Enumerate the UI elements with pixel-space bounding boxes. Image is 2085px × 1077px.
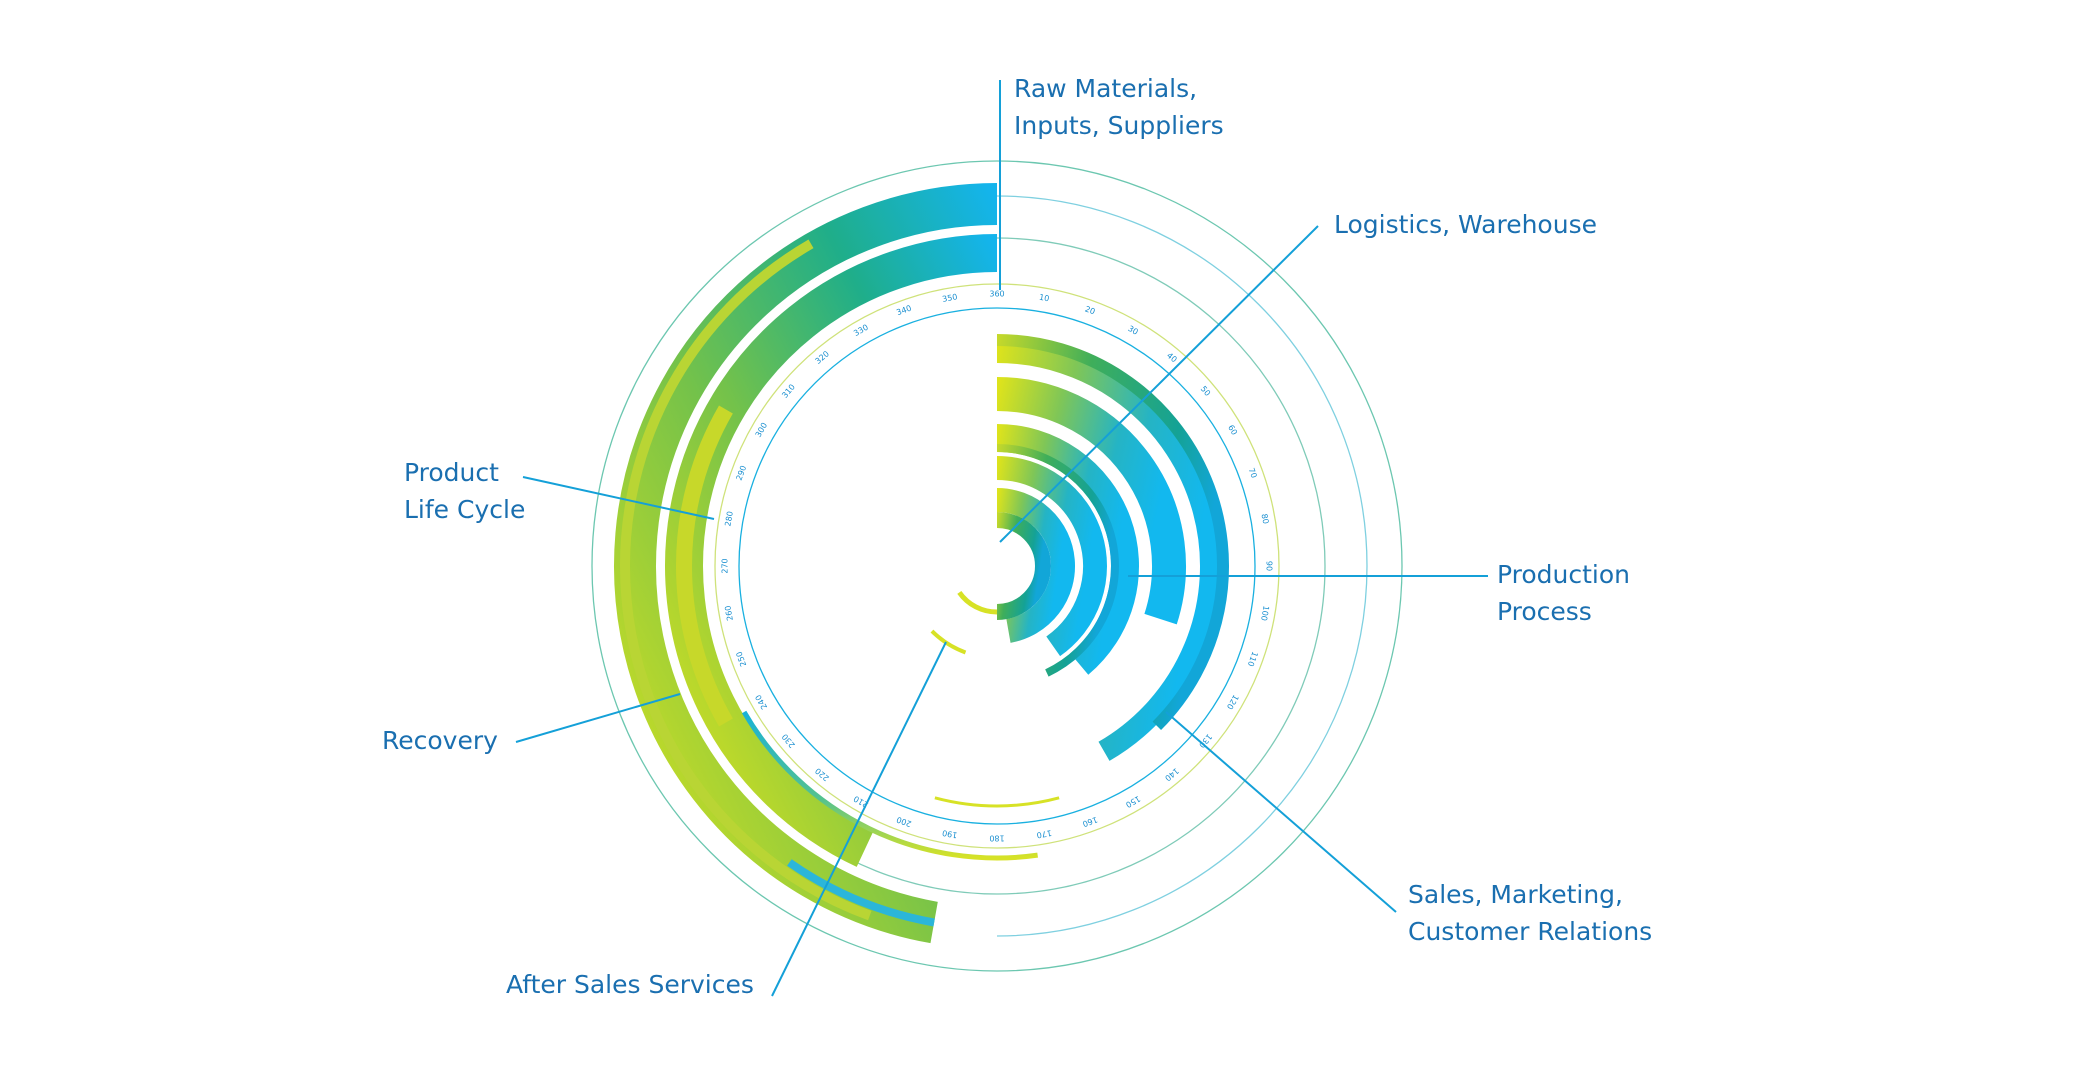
scale-tick-label: 240 [754, 693, 769, 711]
scale-tick-label: 360 [989, 290, 1004, 299]
scale-tick-label: 250 [735, 650, 749, 667]
leader-line-life-cycle [522, 476, 715, 520]
scale-tick-label: 60 [1226, 423, 1239, 436]
leader-line-after-sales [771, 641, 947, 997]
outer-arc-bottom-tail [787, 859, 935, 927]
scale-tick-label: 70 [1247, 467, 1259, 480]
guide-ring [591, 160, 1403, 972]
scale-tick-label: 100 [1259, 605, 1271, 622]
scale-tick-label: 160 [1081, 815, 1098, 829]
scale-tick-label: 280 [723, 510, 735, 527]
inner-arc-sales-2 [996, 456, 1107, 657]
scale-tick-label: 110 [1246, 650, 1260, 667]
outer-arc-lower-tail [741, 710, 1038, 861]
scale-tick-label: 140 [1163, 766, 1180, 783]
label-line: Sales, Marketing, [1408, 880, 1623, 909]
guide-ring [714, 283, 1280, 849]
inner-arcs [930, 334, 1229, 808]
label-line: Process [1497, 597, 1592, 626]
label-line: Inputs, Suppliers [1014, 111, 1224, 140]
scale-tick-label: 170 [1036, 828, 1053, 840]
outer-arc-recovery [676, 405, 733, 727]
label-line: Logistics, Warehouse [1334, 210, 1597, 239]
guide-ring [738, 307, 1256, 825]
scale-tick-label: 260 [723, 605, 735, 622]
scale-tick-label: 150 [1124, 794, 1142, 809]
label-line: Raw Materials, [1014, 74, 1198, 103]
label-line: Product [404, 458, 499, 487]
scale-tick-label: 340 [895, 304, 912, 318]
label-life-cycle: Product Life Cycle [404, 454, 525, 528]
leader-lines [515, 80, 1488, 997]
scale-tick-label: 10 [1038, 293, 1050, 304]
inner-arc-after-sales [996, 488, 1075, 643]
label-sales: Sales, Marketing, Customer Relations [1408, 876, 1652, 950]
inner-arc-production-1b [996, 334, 1229, 731]
label-recovery: Recovery [382, 722, 498, 759]
inner-arc-sales-3 [996, 444, 1119, 677]
leader-line-sales [1165, 711, 1397, 913]
scale-tick-label: 20 [1084, 304, 1097, 316]
leader-line-logistics [999, 225, 1319, 543]
scale-tick-label: 230 [780, 732, 797, 749]
label-after-sales: After Sales Services [506, 966, 754, 1003]
scale-tick-label: 300 [754, 421, 769, 439]
scale-tick-label: 290 [735, 464, 749, 481]
scale-tick-label: 50 [1199, 384, 1212, 398]
degree-scale: 1020304050607080901001101201301401501601… [721, 290, 1274, 843]
label-raw-materials: Raw Materials, Inputs, Suppliers [1014, 70, 1224, 144]
scale-tick-label: 120 [1225, 693, 1240, 711]
inner-arc-core-tail [957, 590, 998, 615]
label-logistics: Logistics, Warehouse [1334, 206, 1597, 243]
scale-tick-label: 320 [813, 349, 830, 366]
scale-tick-label: 330 [852, 323, 870, 338]
scale-tick-label: 40 [1165, 351, 1179, 364]
label-line: Production [1497, 560, 1631, 589]
label-line: Customer Relations [1408, 917, 1653, 946]
scale-tick-label: 180 [989, 834, 1004, 843]
scale-tick-label: 90 [1265, 561, 1274, 571]
inner-arc-production-2 [996, 377, 1186, 625]
scale-tick-label: 220 [813, 766, 830, 783]
inner-arc-core [996, 512, 1051, 620]
guide-rings [591, 160, 1403, 972]
scale-tick-label: 30 [1126, 324, 1139, 337]
label-line: Life Cycle [404, 495, 526, 524]
inner-arc-small-tail [930, 629, 967, 655]
inner-arc-sales-1 [996, 424, 1139, 675]
scale-tick-label: 80 [1260, 513, 1271, 525]
scale-tick-label: 310 [780, 382, 797, 399]
leader-line-recovery [515, 693, 681, 743]
guide-ring-right [996, 195, 1368, 937]
inner-arc-bottom-thin [934, 796, 1060, 808]
outer-arcs [614, 183, 1038, 944]
label-line: After Sales Services [506, 970, 754, 999]
label-production: Production Process [1497, 556, 1630, 630]
scale-tick-label: 200 [895, 815, 912, 829]
outer-arc-raw-materials [614, 183, 998, 944]
label-line: Recovery [382, 726, 498, 755]
inner-arc-production-1 [996, 341, 1222, 761]
scale-tick-label: 190 [941, 828, 958, 840]
scale-tick-label: 350 [941, 292, 958, 304]
outer-arc-inner-edge [620, 239, 872, 921]
scale-tick-label: 270 [721, 558, 730, 573]
